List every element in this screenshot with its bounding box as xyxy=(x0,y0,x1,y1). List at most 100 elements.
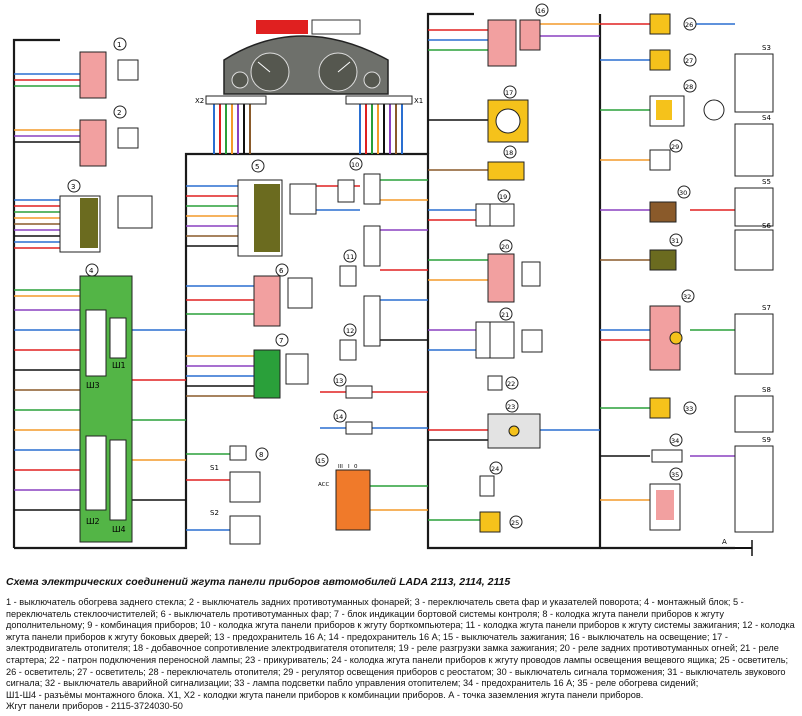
connector-x1-x2: X2 X1 xyxy=(195,95,423,105)
ignition-pin-III: III xyxy=(338,464,343,470)
part-number-11: 11 xyxy=(346,253,354,261)
label-x2: X2 xyxy=(195,97,204,105)
part-number-30: 30 xyxy=(679,189,687,197)
part-number-34: 34 xyxy=(671,437,679,445)
part-number-15: 15 xyxy=(317,457,325,465)
part-number-14: 14 xyxy=(335,413,343,421)
part-number-8: 8 xyxy=(259,451,263,459)
part-number-18: 18 xyxy=(505,149,513,157)
part-number-16: 16 xyxy=(537,7,545,15)
label-s1: S1 xyxy=(210,464,219,472)
heater-motor-17: 17 xyxy=(487,85,529,143)
label-s9: S9 xyxy=(762,436,771,444)
lamp-33: 33 xyxy=(649,397,697,419)
indicator-block-7: 7 xyxy=(253,333,309,399)
label-s3: S3 xyxy=(762,44,771,52)
part-number-6: 6 xyxy=(279,267,284,275)
part-number-17: 17 xyxy=(505,89,513,97)
part-number-32: 32 xyxy=(683,293,691,301)
label-s5: S5 xyxy=(762,178,771,186)
caption-connectors-note: Ш1-Ш4 - разъёмы монтажного блока. X1, X2… xyxy=(6,689,644,700)
part-number-35: 35 xyxy=(671,471,679,479)
part-number-2: 2 xyxy=(117,109,121,117)
fog-switch-6: 6 xyxy=(253,263,313,327)
part-number-24: 24 xyxy=(491,465,499,473)
connector-24: 24 xyxy=(479,461,503,497)
brake-switch-30: 30 xyxy=(649,185,691,223)
connector-8: 8 xyxy=(229,445,269,461)
part-number-27: 27 xyxy=(685,57,693,65)
fuse-14: 14 xyxy=(333,409,373,435)
part-number-28: 28 xyxy=(685,83,693,91)
lamp-socket-22: 22 xyxy=(487,375,519,391)
left-harness-wires xyxy=(14,73,186,511)
part-number-25: 25 xyxy=(511,519,519,527)
connector-strip-labels: S3 S4 S5 S6 S7 S8 S9 xyxy=(762,44,771,444)
part-number-23: 23 xyxy=(507,403,515,411)
connector-strips xyxy=(734,53,774,533)
part-number-31: 31 xyxy=(671,237,679,245)
label-ground-a: A xyxy=(722,538,727,546)
part-number-26: 26 xyxy=(685,21,693,29)
connector-10: 10 xyxy=(337,157,381,205)
caption-title: Схема электрических соединений жгута пан… xyxy=(6,576,511,588)
label-s4: S4 xyxy=(762,114,771,122)
harness-frames xyxy=(12,12,735,550)
right-harness-wires xyxy=(428,23,600,521)
relay-20: 20 xyxy=(487,239,541,303)
fuse-block-4: 4 Ш3 Ш1 Ш2 Ш4 xyxy=(79,263,133,543)
part-number-3: 3 xyxy=(71,183,75,191)
part-number-20: 20 xyxy=(501,243,509,251)
horn-switch-31: 31 xyxy=(649,233,683,271)
caption-legend: 1 - выключатель обогрева заднего стекла;… xyxy=(6,597,795,689)
relay-19: 19 xyxy=(475,189,515,227)
part-number-7: 7 xyxy=(279,337,283,345)
part-number-29: 29 xyxy=(671,143,679,151)
dimmer-29: 29 xyxy=(649,139,683,171)
part-number-33: 33 xyxy=(685,405,693,413)
label-s8: S8 xyxy=(762,386,771,394)
part-number-19: 19 xyxy=(499,193,507,201)
label-sh1: Ш1 xyxy=(112,361,126,370)
part-number-12: 12 xyxy=(346,327,354,335)
instrument-cluster xyxy=(223,19,389,95)
connector-12: 12 xyxy=(339,295,381,361)
diagram-caption: Схема электрических соединений жгута пан… xyxy=(6,576,796,713)
label-sh3: Ш3 xyxy=(86,381,100,390)
ground-point-a: A xyxy=(722,538,753,556)
relay-1: 1 xyxy=(79,37,139,99)
ignition-pin-0: 0 xyxy=(354,464,358,470)
relay-2: 2 xyxy=(79,105,139,167)
lamp-26: 26 xyxy=(649,13,697,35)
part-number-22: 22 xyxy=(507,380,515,388)
light-switch-3: 3 xyxy=(59,179,153,253)
part-number-5: 5 xyxy=(255,163,259,171)
heater-switch-28: 28 xyxy=(649,79,725,127)
label-s6: S6 xyxy=(762,222,771,230)
label-s7: S7 xyxy=(762,304,771,312)
cigarette-lighter-23: 23 xyxy=(487,399,541,449)
ignition-pin-I: I xyxy=(348,464,350,470)
splice-s1-s2: S1 S2 xyxy=(210,464,261,545)
cluster-harness-wires xyxy=(213,104,403,154)
ignition-switch-15: 15 III I 0 ACC xyxy=(315,453,371,531)
label-s2: S2 xyxy=(210,509,219,517)
seat-heat-relay-35: 35 xyxy=(649,467,683,531)
fuse-34: 34 xyxy=(651,433,683,463)
fuse-13: 13 xyxy=(333,373,373,399)
middle-harness-wires xyxy=(186,179,428,531)
relay-16: 16 xyxy=(487,3,549,67)
lamp-25: 25 xyxy=(479,511,523,533)
part-number-13: 13 xyxy=(335,377,343,385)
label-sh2: Ш2 xyxy=(86,517,100,526)
part-number-10: 10 xyxy=(351,161,359,169)
far-right-harness-wires xyxy=(600,23,735,501)
caption-harness-note: Жгут панели приборов - 2115-3724030-50 xyxy=(6,701,183,712)
resistor-18: 18 xyxy=(487,145,525,181)
connector-11: 11 xyxy=(339,225,381,287)
wiper-switch-5: 5 xyxy=(237,159,317,257)
lamp-27: 27 xyxy=(649,49,697,71)
part-number-4: 4 xyxy=(89,267,94,275)
label-sh4: Ш4 xyxy=(112,525,126,534)
relay-21: 21 xyxy=(475,307,543,359)
